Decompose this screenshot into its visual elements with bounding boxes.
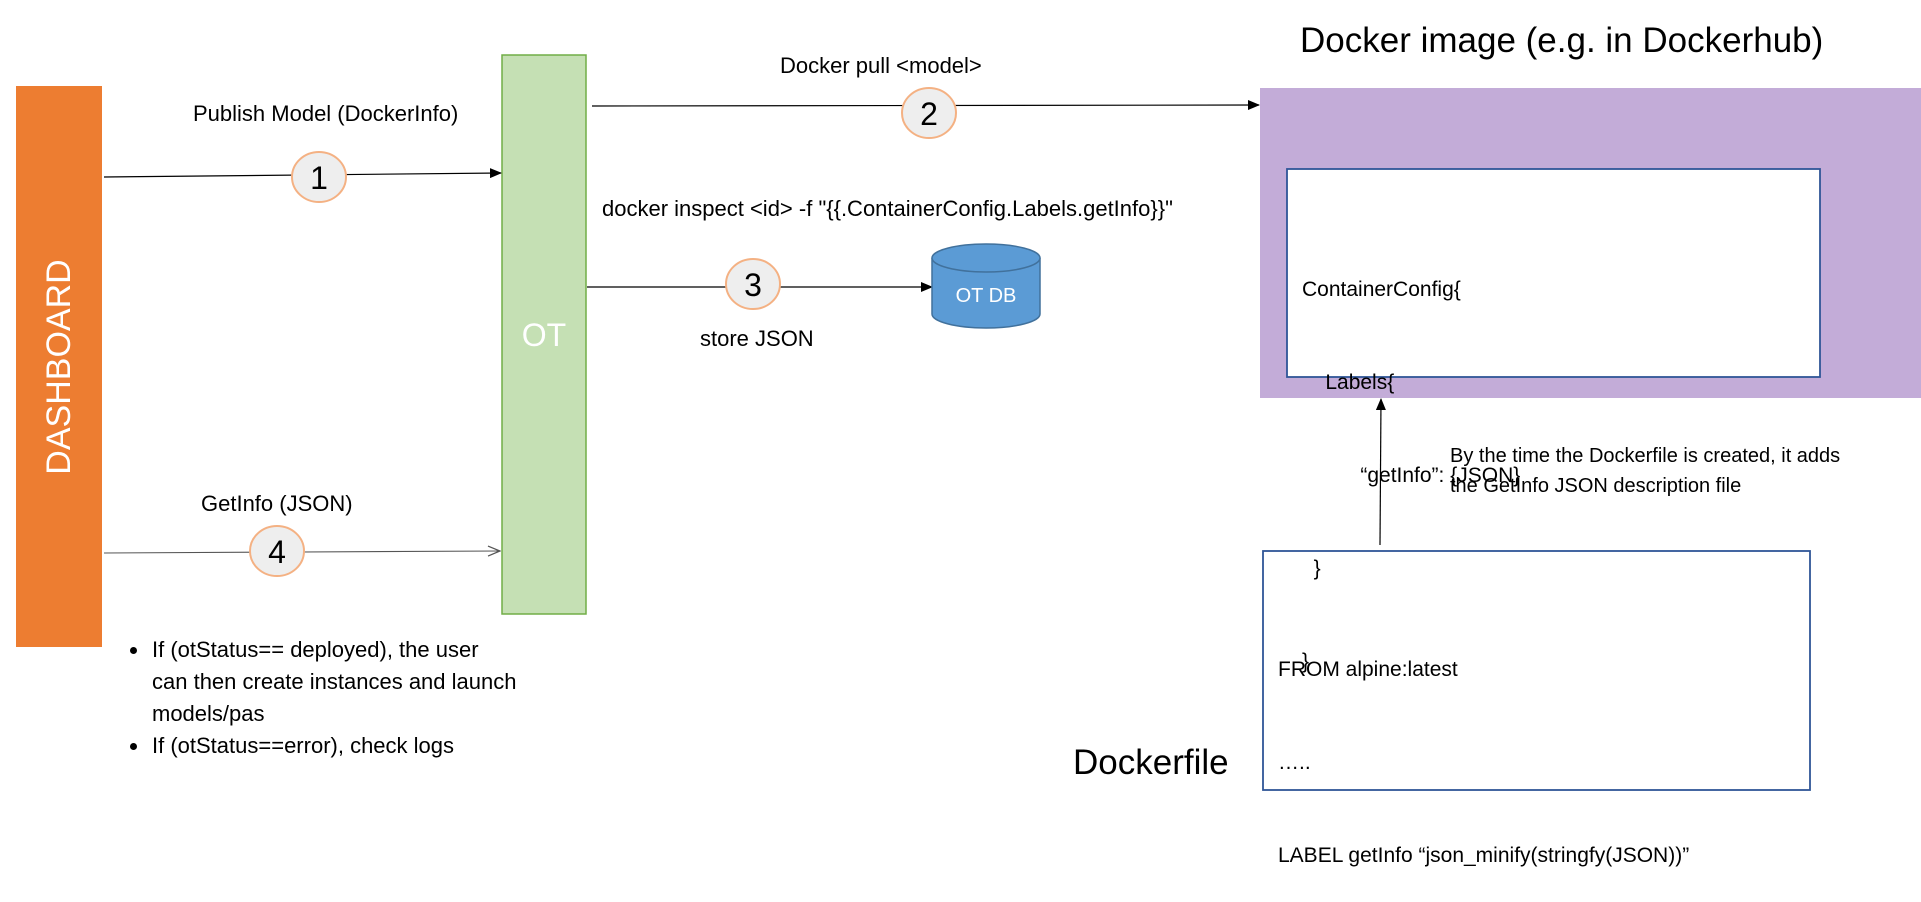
- container-config-line: “getInfo”: {JSON}: [1302, 464, 1521, 487]
- diagram-canvas: DASHBOARD OT OT DB 1 2 3 4: [16, 54, 1921, 791]
- dockerfile-line: …..: [1278, 751, 1311, 774]
- ot-block: [501, 54, 587, 615]
- dashboard-label: DASHBOARD: [40, 259, 78, 474]
- container-config-text: ContainerConfig{ Labels{ “getInfo”: {JSO…: [1302, 212, 1520, 708]
- step-label-get-info: GetInfo (JSON): [201, 491, 353, 516]
- container-config-line: Labels{: [1302, 371, 1395, 394]
- dockerfile-box: [1262, 550, 1811, 791]
- step-number-2: 2: [920, 96, 938, 132]
- step-label-store-json: store JSON: [700, 326, 814, 351]
- dockerfile-title: Dockerfile: [1073, 743, 1229, 782]
- dockerfile-line: FROM alpine:latest: [1278, 658, 1458, 681]
- step-label-docker-inspect: docker inspect <id> -f "{{.ContainerConf…: [602, 196, 1173, 221]
- status-bullets: If (otStatus== deployed), the user can t…: [118, 634, 520, 762]
- ot-db-label: OT DB: [956, 285, 1017, 307]
- dockerfile-note: By the time the Dockerfile is created, i…: [1450, 441, 1840, 501]
- dashboard-block: [16, 86, 102, 647]
- container-config-line: }: [1302, 650, 1310, 673]
- step-label-docker-pull: Docker pull <model>: [780, 53, 982, 78]
- status-bullet: If (otStatus== deployed), the user can t…: [150, 634, 520, 730]
- ot-label: OT: [522, 317, 566, 353]
- step-number-3: 3: [744, 267, 762, 303]
- arrow-dockerfile-to-image: [1375, 398, 1386, 546]
- dockerfile-line: LABEL getInfo “json_minify(stringfy(JSON…: [1278, 844, 1690, 867]
- step-number-1: 1: [310, 160, 328, 196]
- status-bullet: If (otStatus==error), check logs: [150, 730, 520, 762]
- container-config-line: ContainerConfig{: [1302, 278, 1461, 301]
- step-label-publish-model: Publish Model (DockerInfo): [193, 101, 459, 126]
- step-circle-2: 2: [901, 87, 957, 139]
- step-number-4: 4: [268, 534, 286, 570]
- ot-db-cylinder: OT DB: [931, 243, 1041, 329]
- step-circle-3: 3: [725, 258, 781, 310]
- note-line: By the time the Dockerfile is created, i…: [1450, 445, 1841, 467]
- docker-image-title: Docker image (e.g. in Dockerhub): [1300, 21, 1824, 60]
- step-circle-4: 4: [249, 525, 305, 577]
- note-line: the GetInfo JSON description file: [1450, 475, 1742, 497]
- container-config-line: }: [1302, 557, 1321, 580]
- step-circle-1: 1: [291, 151, 347, 203]
- container-config-box: [1286, 168, 1821, 378]
- dockerfile-text: FROM alpine:latest ….. LABEL getInfo “js…: [1278, 592, 1689, 902]
